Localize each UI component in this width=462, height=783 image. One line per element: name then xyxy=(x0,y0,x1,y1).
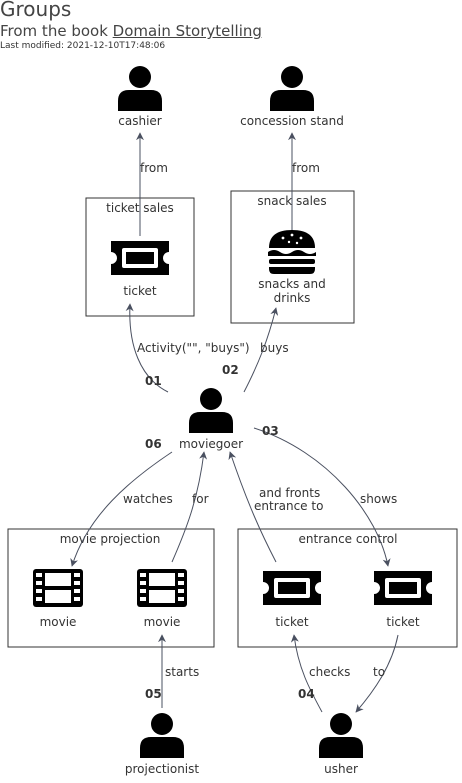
actor-label-concession-stand: concession stand xyxy=(240,114,344,128)
edge-moviegoer-watches-movie xyxy=(70,451,173,567)
edge-label-watches: watches xyxy=(123,492,173,506)
edge-moviegoer-shows-ticket xyxy=(253,427,391,567)
edge-label-buys: buys xyxy=(260,341,289,355)
edge-label-activity: Activity("", "buys") xyxy=(137,341,250,355)
film-icon xyxy=(137,569,187,607)
step-number: 01 xyxy=(145,374,162,388)
cashier-person-icon xyxy=(118,66,162,111)
edge-ticket-to-usher xyxy=(355,634,399,713)
edge-label-shows: shows xyxy=(360,492,397,506)
step-number: 06 xyxy=(145,437,162,451)
film-icon xyxy=(33,569,83,607)
ticket-icon xyxy=(111,241,169,275)
page-subtitle: From the book Domain Storytelling xyxy=(0,22,262,40)
step-number: 05 xyxy=(145,687,162,701)
edge-label-from: from xyxy=(292,161,320,175)
book-link[interactable]: Domain Storytelling xyxy=(112,22,262,40)
last-modified: Last modified: 2021-12-10T17:48:06 xyxy=(0,41,166,51)
moviegoer-person-icon xyxy=(189,388,233,433)
work-object-label-ticket: ticket xyxy=(123,284,157,298)
step-number: 04 xyxy=(298,687,315,701)
edge-moviegoer-buys-ticket xyxy=(125,303,169,393)
group-label-entrance-control: entrance control xyxy=(299,532,398,546)
ticket-icon xyxy=(263,571,321,605)
work-object-label-ticket-shown: ticket xyxy=(386,615,420,629)
projectionist-person-icon xyxy=(140,713,184,758)
group-box-entrance-control xyxy=(237,528,458,648)
edge-label-starts: starts xyxy=(165,665,199,679)
work-object-label-ticket-fronted: ticket xyxy=(275,615,309,629)
edge-movie-for-moviegoer xyxy=(171,451,208,563)
ticket-icon xyxy=(374,571,432,605)
work-object-label-movie-watched: movie xyxy=(40,615,77,629)
edge-moviegoer-buys-snacks xyxy=(243,307,279,393)
work-object-label-snacks-line2: drinks xyxy=(274,291,311,305)
edge-label-entrance-to: entrance to xyxy=(254,499,323,513)
group-box-movie-projection xyxy=(7,528,215,648)
edge-usher-checks-ticket xyxy=(290,634,323,713)
actor-label-cashier: cashier xyxy=(118,114,162,128)
actor-label-projectionist: projectionist xyxy=(125,762,200,776)
work-object-label-snacks-line1: snacks and xyxy=(258,277,325,291)
page-title: Groups xyxy=(0,0,72,21)
actor-label-usher: usher xyxy=(324,762,358,776)
concession-stand-person-icon xyxy=(270,66,314,111)
subtitle-prefix: From the book xyxy=(0,22,113,40)
actor-label-moviegoer: moviegoer xyxy=(179,437,243,451)
edge-label-and-fronts: and fronts xyxy=(259,486,320,500)
usher-person-icon xyxy=(319,713,363,758)
work-object-label-movie-started: movie xyxy=(144,615,181,629)
edge-label-checks: checks xyxy=(309,665,350,679)
step-number: 02 xyxy=(222,363,239,377)
edge-label-to: to xyxy=(373,665,385,679)
group-label-movie-projection: movie projection xyxy=(60,532,161,546)
edge-ticket-fronts-moviegoer xyxy=(228,451,277,563)
burger-icon xyxy=(268,230,316,274)
edge-label-from: from xyxy=(140,161,168,175)
step-number: 03 xyxy=(262,424,279,438)
edge-label-for: for xyxy=(192,492,209,506)
